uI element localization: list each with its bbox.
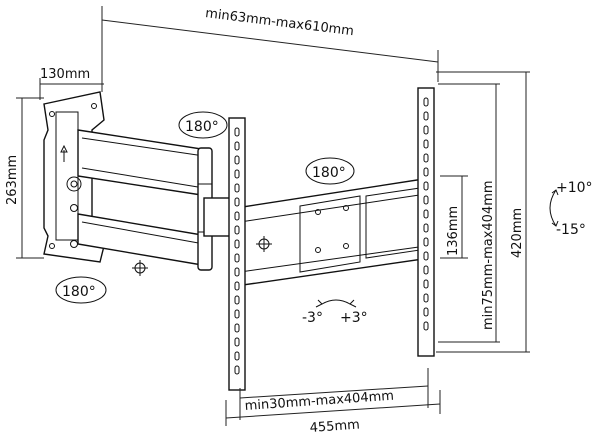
bracket-slot — [234, 281, 240, 291]
plate-height-label: 136mm — [446, 206, 461, 256]
bracket-slot — [423, 293, 429, 303]
bracket-slot — [423, 307, 429, 317]
center-rotation: 180° — [305, 157, 355, 185]
bracket-slot — [423, 223, 429, 233]
bracket-slot — [234, 337, 240, 347]
horizontal-spacing-label: min30mm-max404mm — [244, 389, 394, 414]
bracket-slot — [423, 321, 429, 331]
bracket-slot — [423, 111, 429, 121]
top-span-label: min63mm-max610mm — [204, 6, 354, 39]
bracket-slot — [234, 141, 240, 151]
bracket-slot — [423, 195, 429, 205]
upper-arm — [77, 129, 209, 197]
horizontal-width-label: 455mm — [309, 418, 360, 434]
bracket-slot — [423, 265, 429, 275]
bracket-slot — [423, 167, 429, 177]
bracket-slot — [423, 153, 429, 163]
vertical-spacing-dimension: min75mm-max404mm — [438, 83, 500, 343]
bracket-slot — [234, 127, 240, 137]
bracket-slot — [234, 351, 240, 361]
bracket-slot — [234, 169, 240, 179]
bracket-slot — [423, 181, 429, 191]
vertical-spacing-label: min75mm-max404mm — [481, 180, 496, 330]
level-adjustment: -3° +3° — [302, 299, 368, 326]
bracket-slot — [234, 253, 240, 263]
level-left-label: -3° — [302, 310, 323, 326]
bracket-slot — [234, 309, 240, 319]
tilt-down-label: -15° — [556, 222, 586, 238]
vertical-height-label: 420mm — [510, 208, 525, 258]
level-right-label: +3° — [340, 310, 368, 326]
bracket-rail — [417, 87, 435, 357]
left-vertical-bracket — [228, 117, 246, 391]
bracket-slot — [423, 279, 429, 289]
lower-arm-rotation-label: 180° — [62, 284, 96, 300]
vertical-height-dimension: 420mm — [436, 71, 530, 353]
wall-depth-dimension: 130mm — [39, 67, 104, 100]
lower-arm-rotation: 180° — [55, 276, 107, 304]
wall-depth-label: 130mm — [40, 67, 90, 82]
top-span-dimension: min63mm-max610mm — [101, 6, 439, 92]
bracket-slot — [234, 267, 240, 277]
bracket-slot — [234, 183, 240, 193]
bracket-slot — [423, 139, 429, 149]
safety-lock-left — [132, 260, 148, 276]
upper-arm-rotation-label: 180° — [185, 119, 219, 135]
right-vertical-bracket — [417, 87, 435, 357]
bracket-slot — [234, 155, 240, 165]
bracket-slot — [234, 365, 240, 375]
bracket-slot — [423, 97, 429, 107]
bracket-slot — [234, 239, 240, 249]
safety-lock-center — [256, 236, 272, 252]
bracket-slot — [423, 237, 429, 247]
bracket-slot — [423, 125, 429, 135]
horizontal-width-dimension: 455mm — [225, 390, 441, 434]
plate-height-dimension: 136mm — [440, 175, 468, 259]
tilt-up-label: +10° — [556, 180, 593, 196]
bracket-slot — [234, 211, 240, 221]
center-plate — [235, 177, 431, 287]
wall-height-dimension: 263mm — [5, 97, 44, 259]
tilt-indicator: +10° -15° — [549, 180, 593, 238]
bracket-slot — [234, 323, 240, 333]
center-rotation-label: 180° — [312, 165, 346, 181]
bracket-slot — [423, 251, 429, 261]
upper-arm-rotation: 180° — [178, 111, 228, 139]
horizontal-spacing-dimension: min30mm-max404mm — [239, 368, 429, 420]
bracket-slot — [423, 209, 429, 219]
bracket-slot — [234, 295, 240, 305]
bracket-slot — [234, 197, 240, 207]
wall-height-label: 263mm — [5, 155, 20, 205]
bracket-slot — [234, 225, 240, 235]
